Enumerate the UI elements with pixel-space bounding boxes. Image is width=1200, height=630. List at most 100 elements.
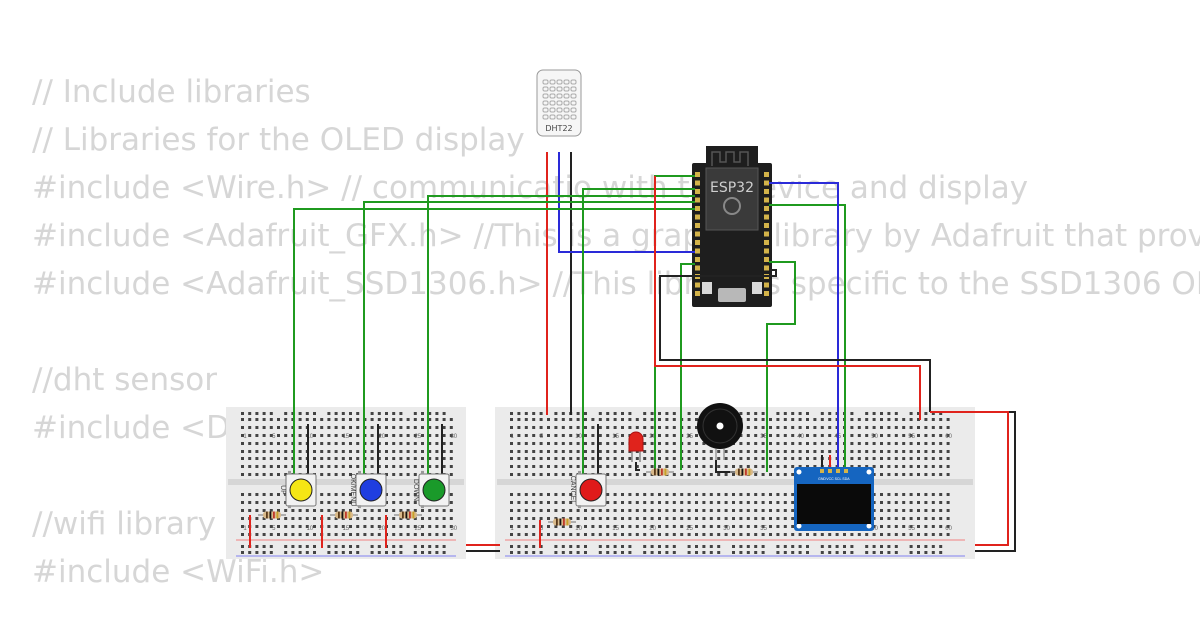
breadboard-hole	[732, 493, 735, 496]
breadboard-hole	[561, 473, 565, 476]
breadboard-hole	[887, 457, 891, 460]
breadboard-hole	[687, 465, 691, 468]
resistor	[394, 511, 422, 519]
breadboard-hole	[687, 442, 691, 445]
breadboard-hole	[791, 457, 795, 460]
breadboard-hole	[702, 465, 706, 468]
breadboard-hole	[946, 450, 950, 453]
breadboard-hole	[665, 509, 669, 512]
breadboard-hole	[554, 434, 558, 437]
red-led[interactable]	[628, 431, 644, 462]
push-button-up[interactable]: UP	[279, 470, 317, 509]
button-label: DOWN	[412, 479, 419, 501]
breadboard-hole	[584, 418, 587, 421]
push-button-down[interactable]: DOWN	[412, 470, 450, 509]
breadboard-hole	[687, 426, 691, 429]
breadboard-hole	[650, 434, 654, 437]
breadboard-hole	[377, 434, 381, 437]
breadboard-hole	[524, 473, 528, 476]
breadboard-hole	[377, 450, 381, 453]
breadboard-hole	[746, 465, 750, 468]
button-label: UP	[279, 485, 286, 495]
rail-hole	[806, 412, 809, 415]
breadboard-hole	[643, 493, 647, 496]
breadboard-hole	[739, 533, 743, 536]
esp32-pin	[695, 257, 700, 262]
breadboard-hole	[442, 509, 446, 512]
breadboard-hole	[909, 509, 913, 512]
dht22-sensor[interactable]: DHT22	[536, 69, 582, 137]
breadboard-hole	[917, 533, 920, 536]
breadboard-hole	[924, 434, 928, 437]
breadboard-hole	[313, 442, 316, 445]
esp32-pin	[764, 214, 769, 220]
sensor-vent	[556, 107, 563, 113]
breadboard-hole	[894, 457, 898, 460]
breadboard-hole	[939, 533, 943, 536]
breadboard-hole	[724, 465, 728, 468]
breadboard-hole	[341, 509, 345, 512]
breadboard-hole	[356, 465, 360, 468]
breadboard-hole	[435, 450, 439, 453]
breadboard-hole	[377, 442, 381, 445]
breadboard-hole	[880, 457, 883, 460]
breadboard-hole	[241, 533, 244, 536]
breadboard-hole	[269, 533, 273, 536]
oled-pin	[820, 469, 824, 473]
sensor-vent	[549, 93, 556, 99]
breadboard-hole	[510, 525, 513, 528]
buzzer[interactable]	[697, 403, 743, 460]
breadboard-hole	[769, 434, 772, 437]
breadboard-hole	[539, 533, 543, 536]
breadboard-hole	[732, 533, 735, 536]
column-number: 40	[797, 434, 804, 440]
breadboard-hole	[739, 525, 743, 528]
breadboard-hole	[724, 501, 728, 504]
esp32-antenna	[706, 146, 758, 168]
esp32-pin	[695, 197, 700, 203]
breadboard-hole	[783, 525, 787, 528]
rail-hole	[428, 412, 432, 415]
rail-hole	[248, 412, 252, 415]
breadboard-hole	[547, 442, 550, 445]
breadboard-hole	[776, 465, 780, 468]
breadboard-hole	[392, 525, 396, 528]
breadboard-hole	[791, 525, 795, 528]
breadboard-hole	[356, 418, 360, 421]
push-buttons[interactable]: UP OK/MENU DOWN CANCEL	[279, 470, 607, 509]
breadboard-hole	[732, 525, 735, 528]
breadboard-hole	[370, 533, 374, 536]
breadboard-hole	[356, 457, 360, 460]
push-button-ok-menu[interactable]: OK/MENU	[349, 470, 387, 509]
rail-hole	[621, 545, 624, 548]
breadboard-hole	[255, 442, 259, 445]
breadboard-hole	[665, 501, 669, 504]
breadboard-hole	[428, 533, 432, 536]
push-button-cancel[interactable]: CANCEL	[569, 470, 607, 509]
breadboard-hole	[880, 426, 883, 429]
esp32-board[interactable]: ESP32	[692, 146, 772, 307]
breadboard-hole	[650, 457, 654, 460]
reset-button[interactable]	[702, 282, 712, 294]
breadboard-hole	[850, 418, 854, 421]
breadboard-hole	[739, 442, 743, 445]
breadboard-hole	[924, 450, 928, 453]
breadboard-hole	[241, 465, 244, 468]
rail-hole	[291, 551, 295, 554]
breadboard-hole	[370, 509, 374, 512]
rail-hole	[761, 545, 765, 548]
breadboard-hole	[791, 501, 795, 504]
breadboard-hole	[377, 533, 381, 536]
breadboard-hole	[569, 493, 573, 496]
breadboard-hole	[776, 517, 780, 520]
breadboard-hole	[241, 426, 244, 429]
boot-button[interactable]	[752, 282, 762, 294]
breadboard-hole	[313, 517, 316, 520]
breadboard-hole	[939, 442, 943, 445]
rail-hole	[850, 545, 854, 548]
breadboard-hole	[687, 533, 691, 536]
breadboard-hole	[680, 501, 684, 504]
breadboard-hole	[806, 426, 809, 429]
breadboard-hole	[687, 493, 691, 496]
